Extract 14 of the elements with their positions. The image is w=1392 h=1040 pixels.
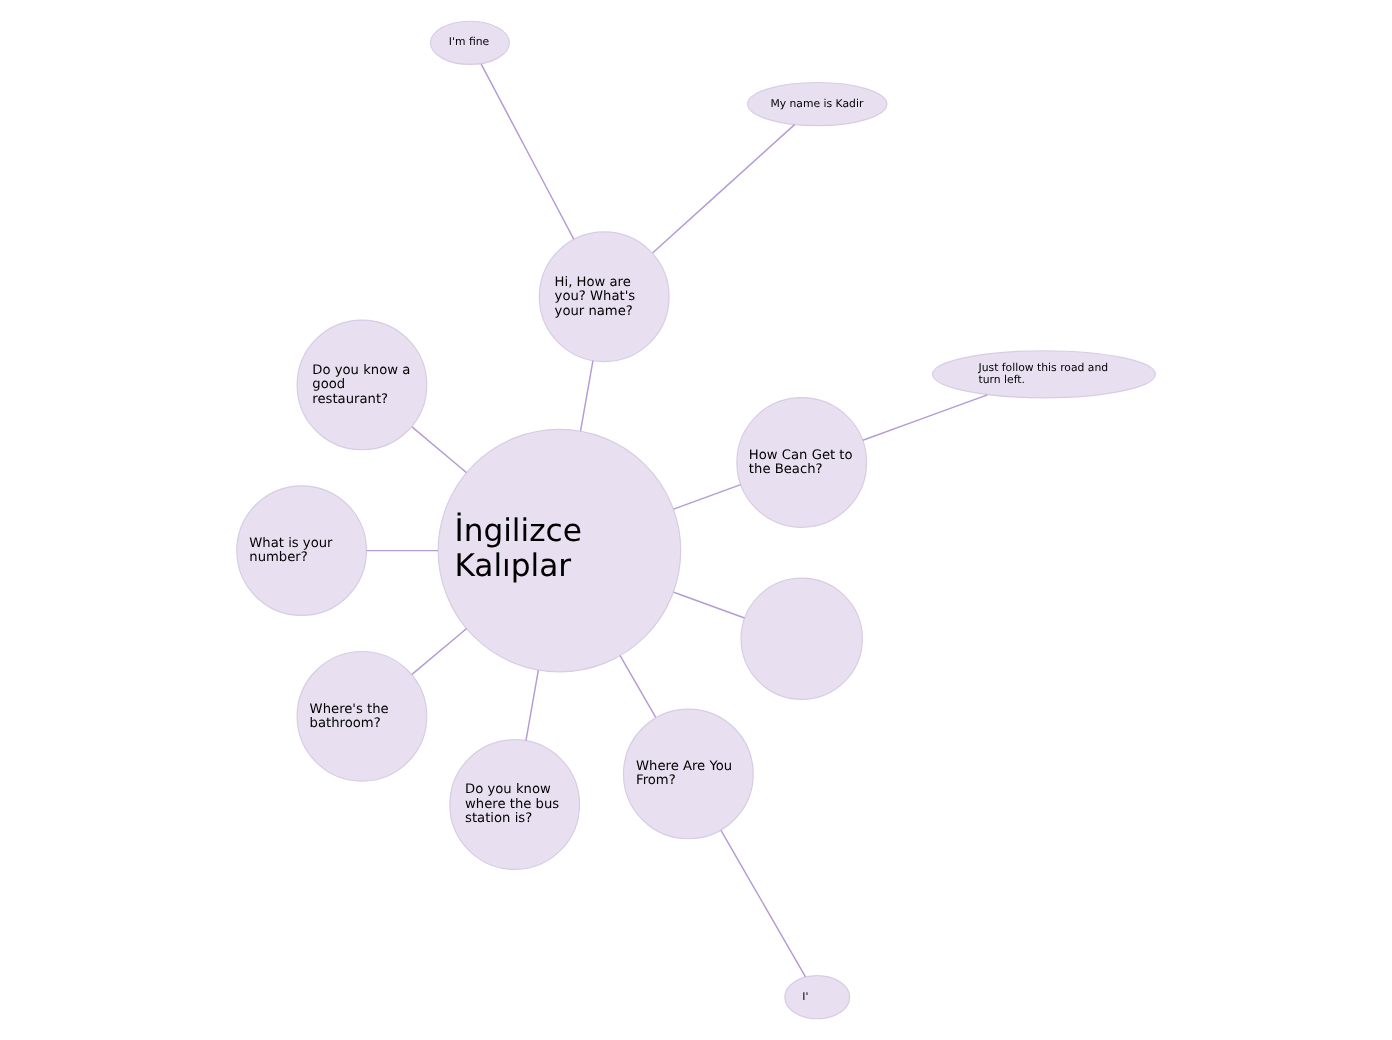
connector [525, 669, 540, 742]
connector [411, 627, 468, 676]
connector [672, 591, 746, 619]
node-circle: İngilizce Kalıplar [437, 428, 682, 673]
connector [411, 426, 468, 474]
node-circle [740, 577, 863, 701]
connector [619, 655, 657, 719]
connector [480, 63, 575, 240]
connector [365, 549, 439, 552]
connector [720, 829, 807, 978]
connector [862, 394, 989, 441]
connector [579, 359, 594, 432]
connector [651, 123, 796, 254]
connector [672, 483, 742, 510]
